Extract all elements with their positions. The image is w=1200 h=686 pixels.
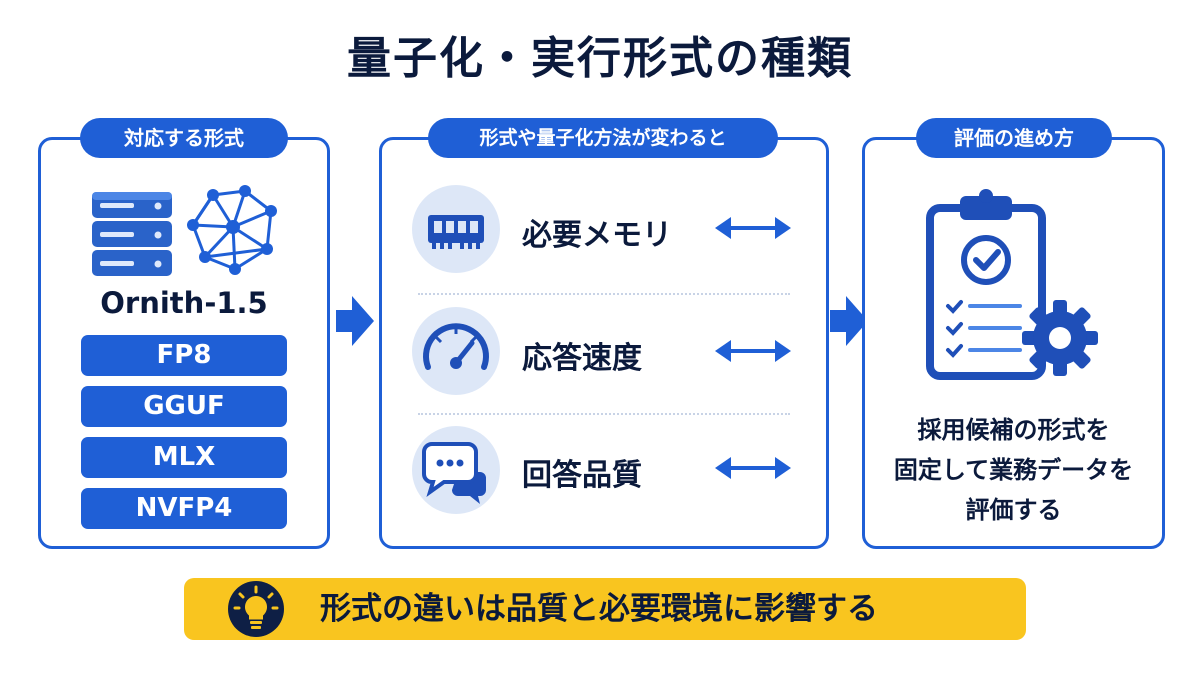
double-arrow-icon xyxy=(715,217,791,239)
evaluation-text: 採用候補の形式を 固定して業務データを 評価する xyxy=(862,410,1165,530)
flow-arrow-icon xyxy=(830,296,868,346)
model-name: Ornith-1.5 xyxy=(100,286,268,320)
summary-text: 形式の違いは品質と必要環境に影響する xyxy=(320,591,878,627)
format-nvfp4: NVFP4 xyxy=(81,488,287,529)
clipboard-checklist-icon xyxy=(926,189,1098,380)
flow-arrow-icon xyxy=(336,296,374,346)
server-icon xyxy=(92,192,172,276)
memory-chip-icon xyxy=(412,185,500,273)
format-gguf: GGUF xyxy=(81,386,287,427)
page-title: 量子化・実行形式の種類 xyxy=(347,33,853,84)
effects-header: 形式や量子化方法が変わると xyxy=(428,118,778,158)
chat-bubbles-icon xyxy=(412,426,500,514)
evaluation-header: 評価の進め方 xyxy=(916,118,1112,158)
row-label-memory: 必要メモリ xyxy=(522,218,672,253)
supported-formats-header: 対応する形式 xyxy=(80,118,288,158)
evaluation-line: 固定して業務データを xyxy=(893,456,1134,484)
evaluation-line: 評価する xyxy=(965,496,1062,524)
neural-network-icon xyxy=(187,185,277,275)
speedometer-icon xyxy=(412,307,500,395)
double-arrow-icon xyxy=(715,340,791,362)
summary-banner xyxy=(184,578,1026,640)
divider xyxy=(418,413,790,415)
row-label-speed: 応答速度 xyxy=(522,341,642,376)
format-mlx: MLX xyxy=(81,437,287,478)
row-label-quality: 回答品質 xyxy=(522,458,642,493)
divider xyxy=(418,293,790,295)
format-fp8: FP8 xyxy=(81,335,287,376)
double-arrow-icon xyxy=(715,457,791,479)
evaluation-line: 採用候補の形式を xyxy=(917,416,1110,444)
lightbulb-icon xyxy=(228,581,284,637)
